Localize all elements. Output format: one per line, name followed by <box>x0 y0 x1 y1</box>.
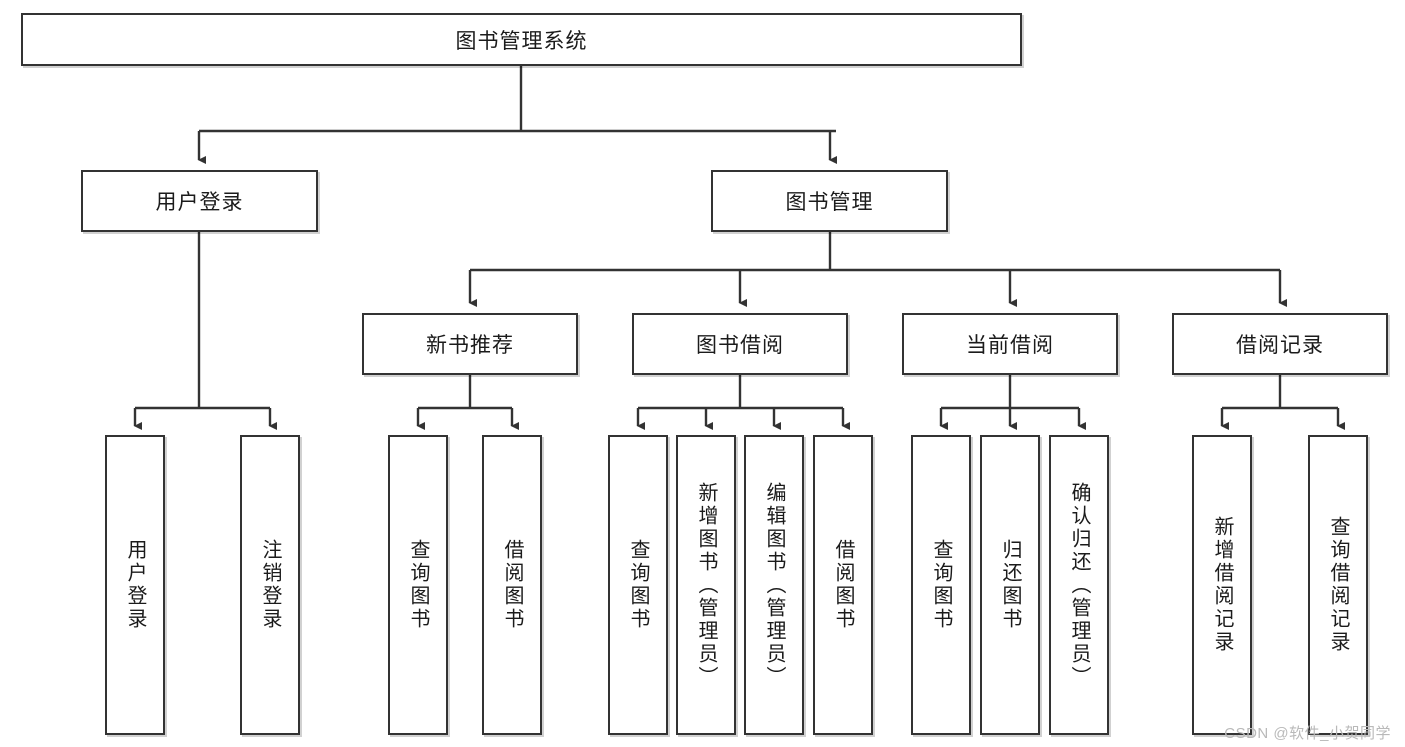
leaf-user-login[interactable]: 用户登录 <box>105 435 165 735</box>
node-label: 查询图书 <box>627 539 649 631</box>
node-book-management[interactable]: 图书管理 <box>711 170 948 232</box>
node-label: 新书推荐 <box>426 334 514 357</box>
leaf-confirm-return[interactable]: 确认归还（管理员） <box>1049 435 1109 735</box>
node-current-borrow[interactable]: 当前借阅 <box>902 313 1118 375</box>
leaf-query-book-2[interactable]: 查询图书 <box>608 435 668 735</box>
leaf-borrow-book-2[interactable]: 借阅图书 <box>813 435 873 735</box>
leaf-return-book[interactable]: 归还图书 <box>980 435 1040 735</box>
node-book-borrow[interactable]: 图书借阅 <box>632 313 848 375</box>
leaf-logout[interactable]: 注销登录 <box>240 435 300 735</box>
leaf-add-book[interactable]: 新增图书（管理员） <box>676 435 736 735</box>
node-label: 当前借阅 <box>966 334 1054 357</box>
leaf-query-book-3[interactable]: 查询图书 <box>911 435 971 735</box>
node-label: 确认归还（管理员） <box>1068 481 1090 689</box>
node-label: 用户登录 <box>124 539 146 631</box>
leaf-add-borrow-record[interactable]: 新增借阅记录 <box>1192 435 1252 735</box>
node-label: 借阅图书 <box>501 539 523 631</box>
node-borrow-records[interactable]: 借阅记录 <box>1172 313 1388 375</box>
node-new-book-recommend[interactable]: 新书推荐 <box>362 313 578 375</box>
node-label: 查询图书 <box>407 539 429 631</box>
leaf-edit-book[interactable]: 编辑图书（管理员） <box>744 435 804 735</box>
node-label: 编辑图书（管理员） <box>763 481 785 689</box>
leaf-query-borrow-record[interactable]: 查询借阅记录 <box>1308 435 1368 735</box>
node-label: 图书管理系统 <box>455 29 588 53</box>
node-label: 用户登录 <box>155 191 244 214</box>
node-label: 查询借阅记录 <box>1327 516 1349 654</box>
node-label: 归还图书 <box>999 539 1021 631</box>
node-label: 新增借阅记录 <box>1211 516 1233 654</box>
node-label: 图书借阅 <box>696 334 784 357</box>
node-label: 借阅记录 <box>1236 334 1324 357</box>
watermark: CSDN @软件_小贺同学 <box>1224 725 1391 742</box>
leaf-borrow-book-1[interactable]: 借阅图书 <box>482 435 542 735</box>
node-root[interactable]: 图书管理系统 <box>21 13 1022 66</box>
node-label: 查询图书 <box>930 539 952 631</box>
node-user-login[interactable]: 用户登录 <box>81 170 318 232</box>
node-label: 新增图书（管理员） <box>695 481 717 689</box>
node-label: 注销登录 <box>259 539 281 631</box>
node-label: 借阅图书 <box>832 539 854 631</box>
leaf-query-book-1[interactable]: 查询图书 <box>388 435 448 735</box>
node-label: 图书管理 <box>785 191 874 214</box>
